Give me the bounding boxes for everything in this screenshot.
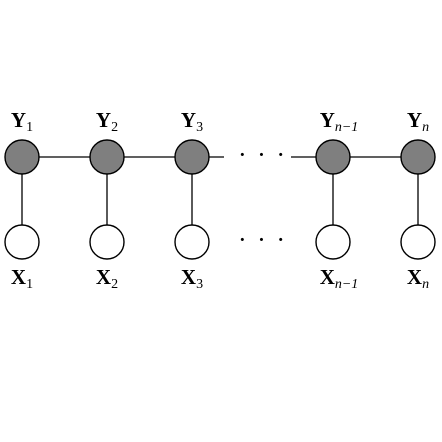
hidden-state-node [89, 139, 125, 175]
observation-node [174, 224, 210, 260]
observation-label: X3 [181, 265, 203, 292]
observation-label: X2 [96, 265, 118, 292]
observation-label: Xn−1 [320, 265, 359, 292]
observation-node [89, 224, 125, 260]
hidden-state-node [315, 139, 351, 175]
hidden-state-label: Yn−1 [320, 108, 359, 135]
hidden-state-label: Y2 [96, 108, 118, 135]
hidden-ellipsis: · · · [238, 140, 287, 169]
hidden-state-label: Yn [407, 108, 429, 135]
observation-label: X1 [11, 265, 33, 292]
hidden-state-label: Y3 [181, 108, 203, 135]
hidden-state-label: Y1 [11, 108, 33, 135]
observation-node [400, 224, 436, 260]
hidden-state-node [400, 139, 436, 175]
observed-ellipsis: · · · [238, 225, 287, 254]
observation-node [4, 224, 40, 260]
observation-node [315, 224, 351, 260]
hidden-state-node [174, 139, 210, 175]
observation-label: Xn [407, 265, 429, 292]
hidden-state-node [4, 139, 40, 175]
